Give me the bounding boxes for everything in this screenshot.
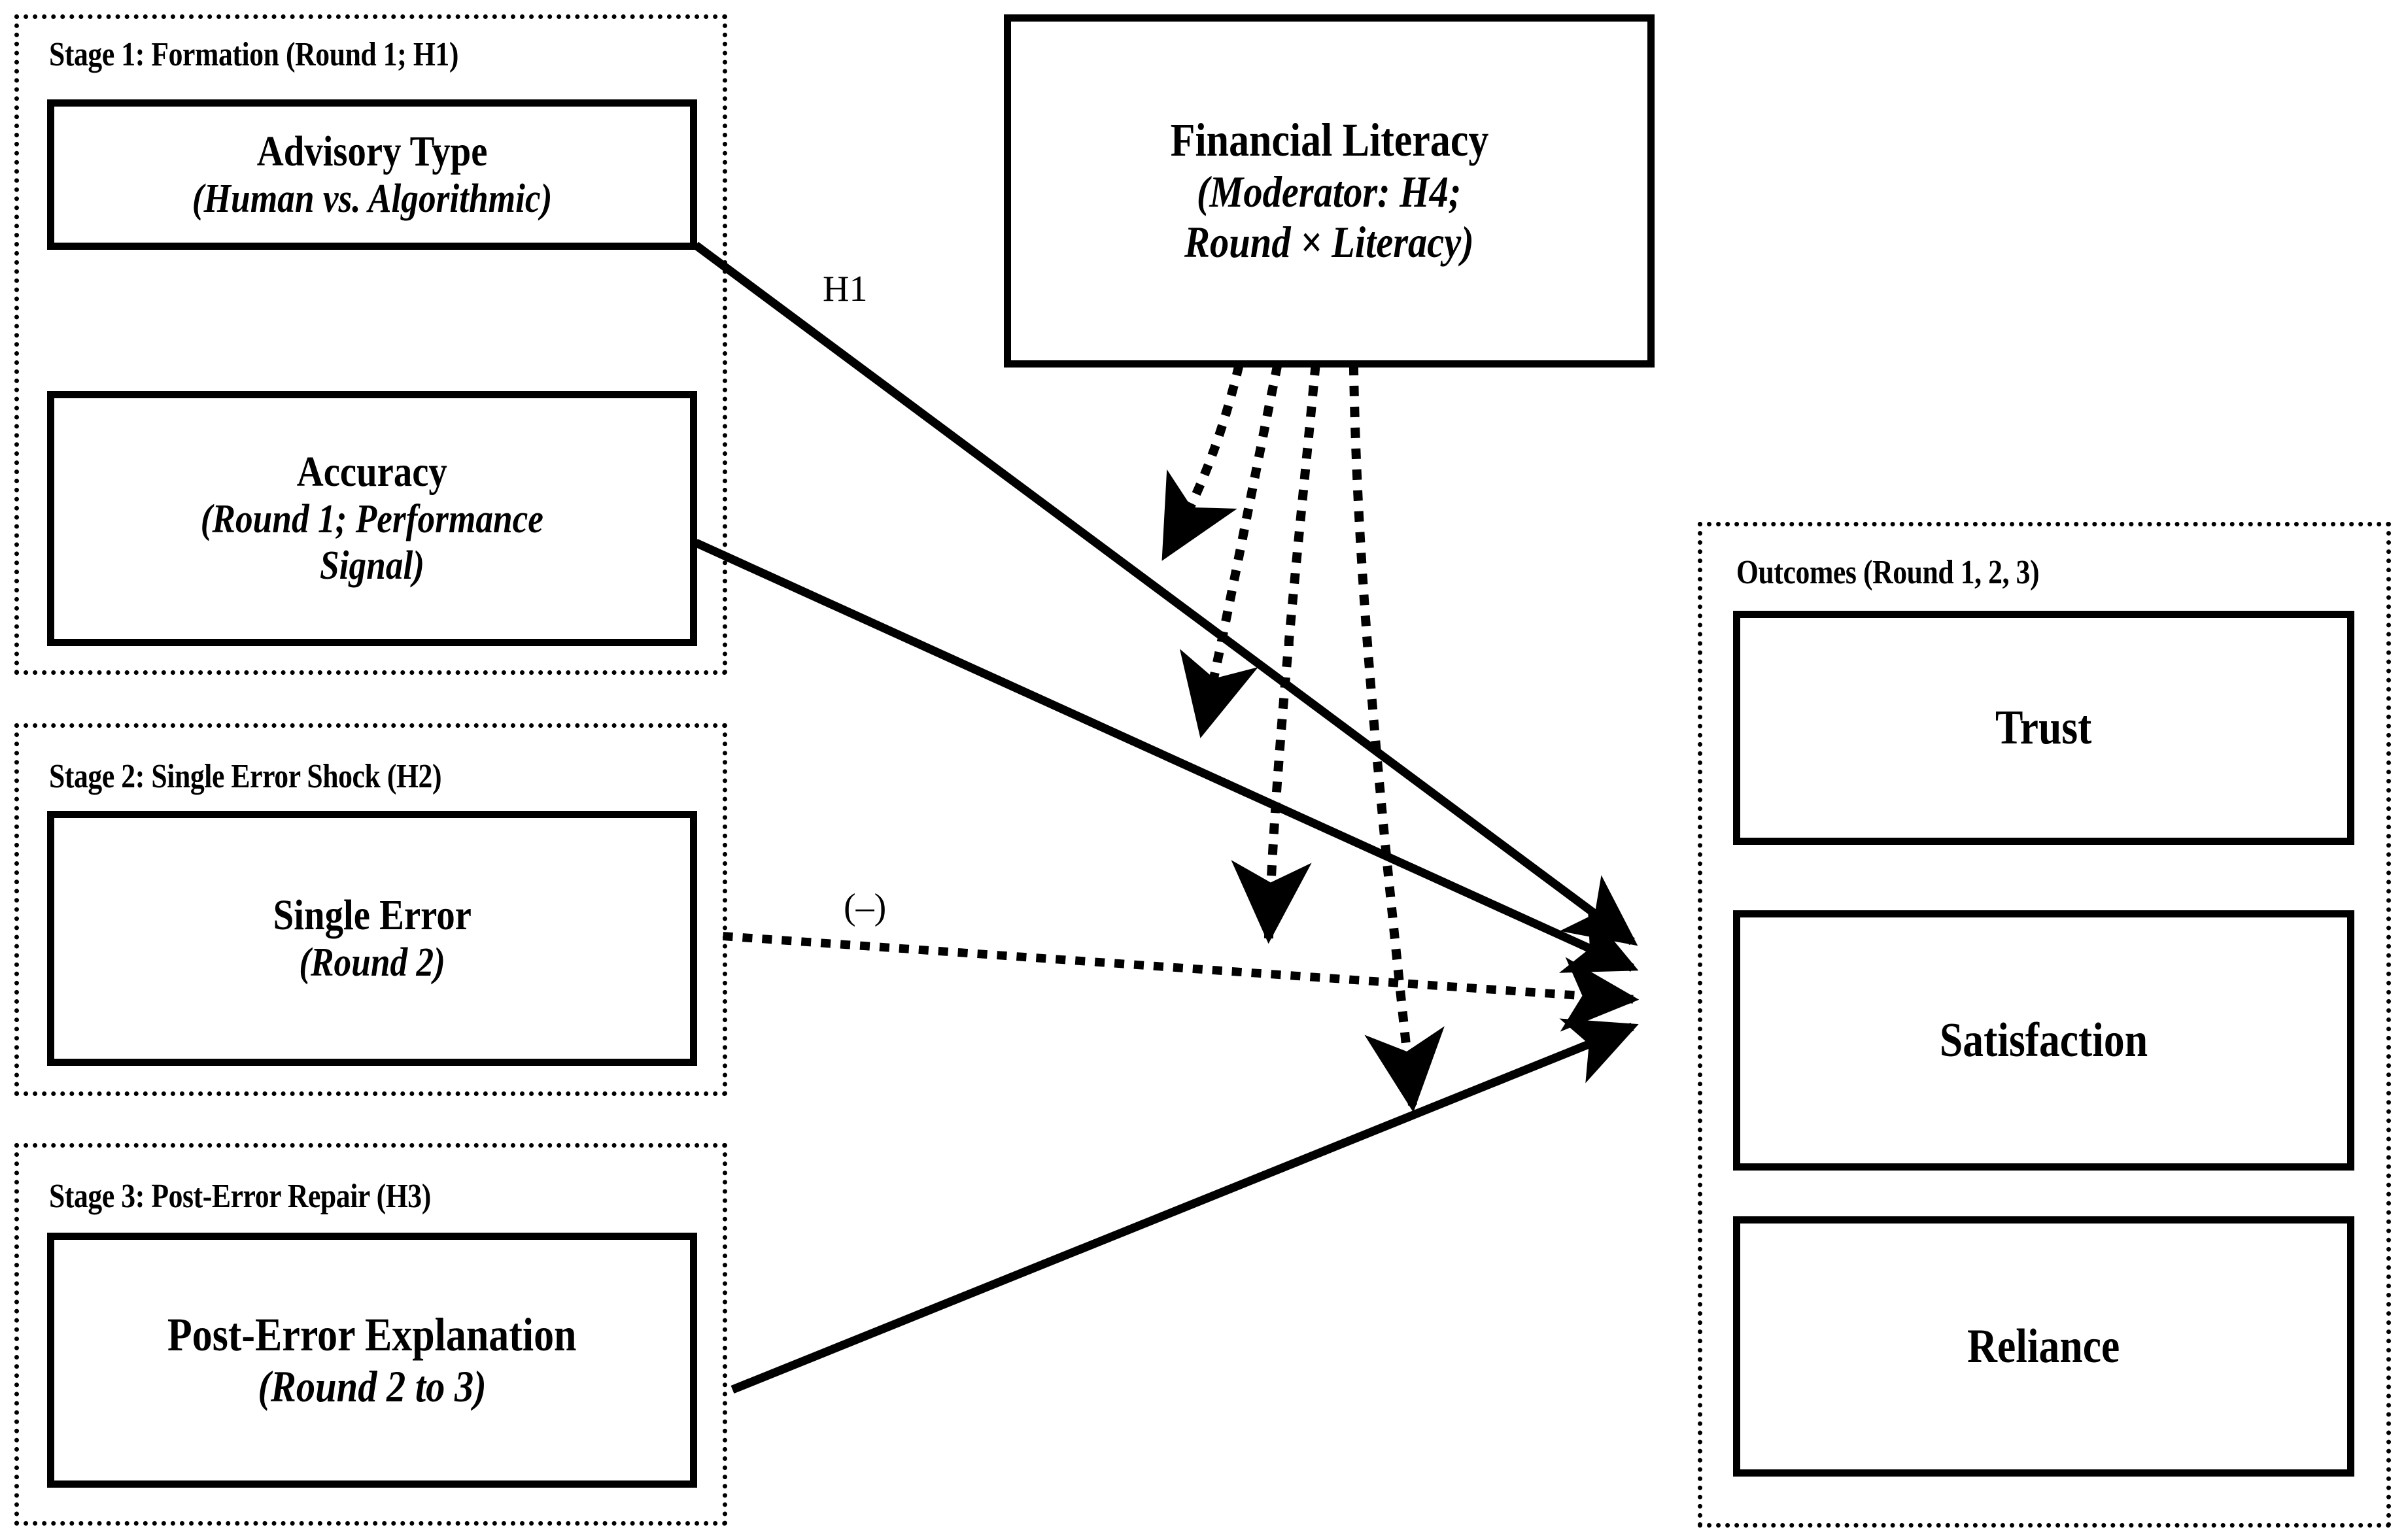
- node-accuracy-subtitle-line-2: Signal): [319, 543, 425, 588]
- node-post-error-explanation[interactable]: Post-Error Explanation (Round 2 to 3): [47, 1233, 697, 1488]
- edge-moderator-3: [1231, 364, 1320, 944]
- node-accuracy[interactable]: Accuracy (Round 1; Performance Signal): [47, 391, 697, 646]
- node-satisfaction-title: Satisfaction: [1939, 1013, 2148, 1067]
- node-reliance-title: Reliance: [1967, 1319, 2120, 1373]
- edge-post-error-to-outcomes: [730, 1018, 1639, 1394]
- node-single-error[interactable]: Single Error (Round 2): [47, 811, 697, 1066]
- node-trust[interactable]: Trust: [1733, 611, 2354, 845]
- edge-moderator-2: [1179, 364, 1282, 738]
- node-advisory-type-title: Advisory Type: [256, 127, 488, 175]
- group-stage-3: [14, 1143, 727, 1526]
- node-accuracy-title: Accuracy: [296, 448, 448, 496]
- node-trust-title: Trust: [1995, 700, 2092, 755]
- node-financial-literacy-moderator[interactable]: Financial Literacy (Moderator: H4; Round…: [1004, 14, 1655, 368]
- node-single-error-title: Single Error: [273, 891, 472, 939]
- edge-accuracy-to-outcomes: [694, 539, 1639, 973]
- node-advisory-type[interactable]: Advisory Type (Human vs. Algorithmic): [47, 99, 697, 250]
- group-label-stage-2: Stage 2: Single Error Shock (H2): [49, 758, 442, 795]
- node-advisory-type-subtitle: (Human vs. Algorithmic): [192, 176, 553, 221]
- edge-label-h1: H1: [823, 269, 868, 309]
- group-label-outcomes: Outcomes (Round 1, 2, 3): [1736, 554, 2040, 591]
- group-stage-1: [14, 14, 727, 675]
- edge-single-error-to-outcomes: [723, 932, 1640, 1032]
- node-accuracy-subtitle-line-1: (Round 1; Performance: [200, 497, 544, 542]
- node-financial-literacy-subtitle-line-2: Round × Literacy): [1184, 217, 1474, 267]
- node-satisfaction[interactable]: Satisfaction: [1733, 910, 2354, 1171]
- group-outcomes: [1698, 522, 2391, 1528]
- node-reliance[interactable]: Reliance: [1733, 1216, 2354, 1477]
- edge-moderator-4: [1349, 364, 1445, 1113]
- edge-moderator-1: [1159, 364, 1244, 561]
- edge-label-negative: (–): [844, 887, 887, 927]
- group-stage-2: [14, 723, 727, 1096]
- node-post-error-explanation-subtitle: (Round 2 to 3): [258, 1361, 487, 1411]
- node-financial-literacy-title: Financial Literacy: [1170, 114, 1488, 167]
- node-post-error-explanation-title: Post-Error Explanation: [167, 1308, 577, 1361]
- group-label-stage-3: Stage 3: Post-Error Repair (H3): [49, 1178, 431, 1215]
- node-single-error-subtitle: (Round 2): [299, 940, 445, 985]
- node-financial-literacy-subtitle-line-1: (Moderator: H4;: [1197, 166, 1462, 216]
- group-label-stage-1: Stage 1: Formation (Round 1; H1): [49, 36, 458, 73]
